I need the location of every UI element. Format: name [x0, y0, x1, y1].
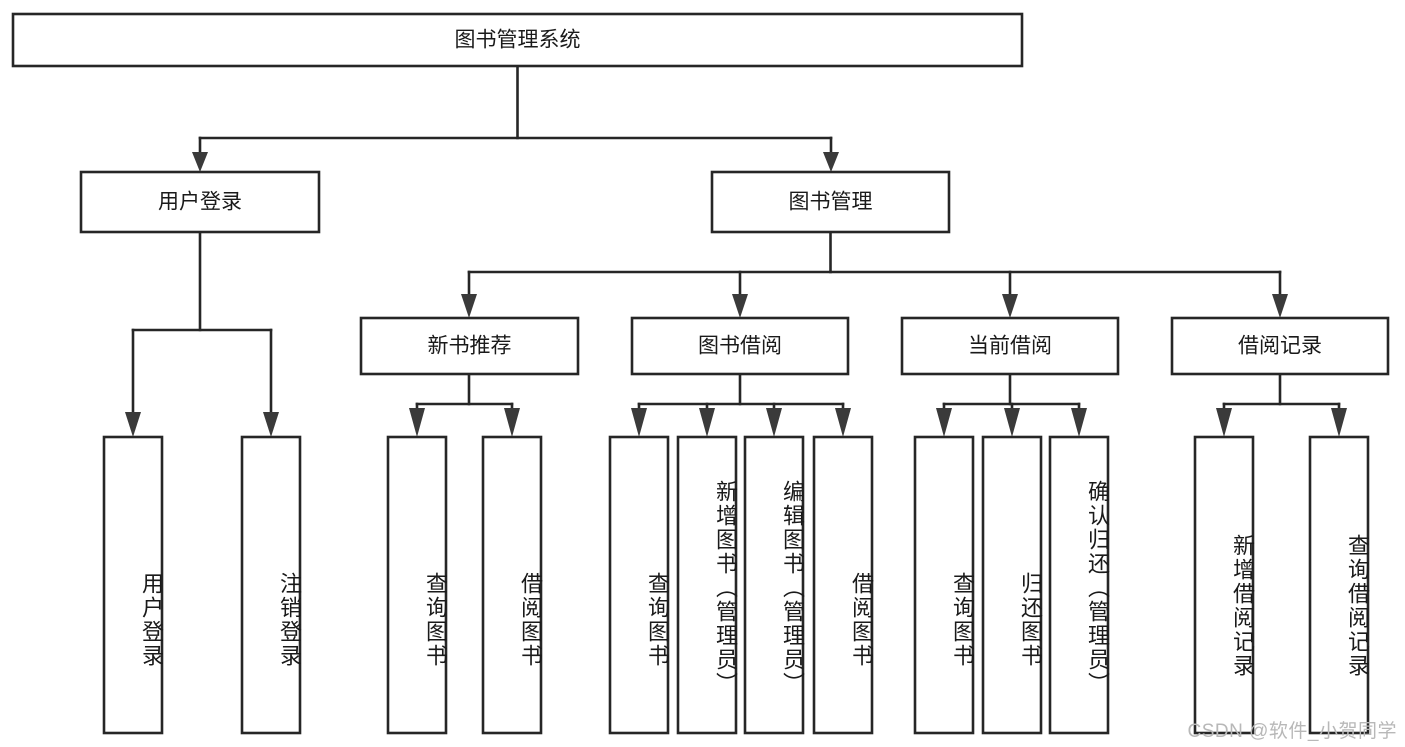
arrow-head-current-borrow: [1002, 294, 1018, 318]
connector-group-book-manage: [461, 230, 1288, 318]
arrow-head-leaf-borrow-book-2: [835, 408, 851, 437]
node-new-book-recommend-label: 新书推荐: [428, 335, 512, 358]
connector-group-book-borrow: [631, 372, 851, 437]
node-current-borrow-rect[interactable]: [900, 316, 1120, 376]
node-user-login[interactable]: 用户登录: [79, 170, 321, 234]
node-book-manage[interactable]: 图书管理: [710, 170, 951, 234]
arrow-head-book-manage: [823, 152, 839, 172]
arrow-head-leaf-query-book-2: [631, 408, 647, 437]
node-current-borrow-label: 当前借阅: [968, 335, 1052, 358]
connector-group-user-login: [125, 230, 279, 437]
leaf-query-book-3-rect[interactable]: [913, 435, 975, 735]
node-book-manage-label: 图书管理: [789, 191, 873, 214]
arrow-head-leaf-confirm-return: [1071, 408, 1087, 437]
node-current-borrow[interactable]: 当前借阅: [900, 316, 1120, 376]
arrow-head-leaf-borrow-book-1: [504, 408, 520, 437]
leaf-user-login-rect[interactable]: [102, 435, 164, 735]
leaf-query-borrow-record-rect[interactable]: [1308, 435, 1370, 735]
leaf-return-book-rect[interactable]: [981, 435, 1043, 735]
arrow-head-user-login: [192, 152, 208, 172]
node-user-login-rect[interactable]: [79, 170, 321, 234]
node-book-borrow-label: 图书借阅: [698, 335, 782, 358]
arrow-head-leaf-edit-book: [766, 408, 782, 437]
node-new-book-recommend[interactable]: 新书推荐: [359, 316, 580, 376]
leaf-confirm-return-rect[interactable]: [1048, 435, 1110, 735]
node-new-book-recommend-rect[interactable]: [359, 316, 580, 376]
csdn-watermark: CSDN @软件_小贺同学: [1187, 721, 1397, 742]
node-title[interactable]: 图书管理系统: [11, 12, 1024, 68]
connector-group-current-borrow: [936, 372, 1087, 437]
leaf-box-group: [102, 435, 1370, 735]
arrow-head-leaf-return-book: [1004, 408, 1020, 437]
leaf-borrow-book-2-rect[interactable]: [812, 435, 874, 735]
node-borrow-record-rect[interactable]: [1170, 316, 1390, 376]
arrow-head-leaf-logout-login: [263, 412, 279, 437]
node-borrow-record[interactable]: 借阅记录: [1170, 316, 1390, 376]
arrow-head-book-borrow: [732, 294, 748, 318]
arrow-head-leaf-query-borrow-record: [1331, 408, 1347, 437]
arrow-head-leaf-query-book-1: [409, 408, 425, 437]
leaf-query-book-1-rect[interactable]: [386, 435, 448, 735]
leaf-query-book-2-rect[interactable]: [608, 435, 670, 735]
leaf-add-borrow-record-rect[interactable]: [1193, 435, 1255, 735]
leaf-add-book-rect[interactable]: [676, 435, 738, 735]
connector-group-root: [192, 64, 839, 172]
node-borrow-record-label: 借阅记录: [1238, 335, 1322, 358]
node-title-label: 图书管理系统: [455, 29, 581, 52]
node-book-manage-rect[interactable]: [710, 170, 951, 234]
node-title-rect[interactable]: [11, 12, 1024, 68]
node-book-borrow-rect[interactable]: [630, 316, 850, 376]
arrow-head-borrow-record: [1272, 294, 1288, 318]
connector-group-borrow-record: [1216, 372, 1347, 437]
leaf-borrow-book-1-rect[interactable]: [481, 435, 543, 735]
node-book-borrow[interactable]: 图书借阅: [630, 316, 850, 376]
arrow-head-leaf-add-book: [699, 408, 715, 437]
node-user-login-label: 用户登录: [158, 191, 242, 214]
leaf-logout-login-rect[interactable]: [240, 435, 302, 735]
arrow-head-leaf-query-book-3: [936, 408, 952, 437]
leaf-edit-book-rect[interactable]: [743, 435, 805, 735]
connector-group-new-book-recommend: [409, 372, 520, 437]
arrow-head-new-book-recommend: [461, 294, 477, 318]
arrow-head-leaf-user-login: [125, 412, 141, 437]
arrow-head-leaf-add-borrow-record: [1216, 408, 1232, 437]
